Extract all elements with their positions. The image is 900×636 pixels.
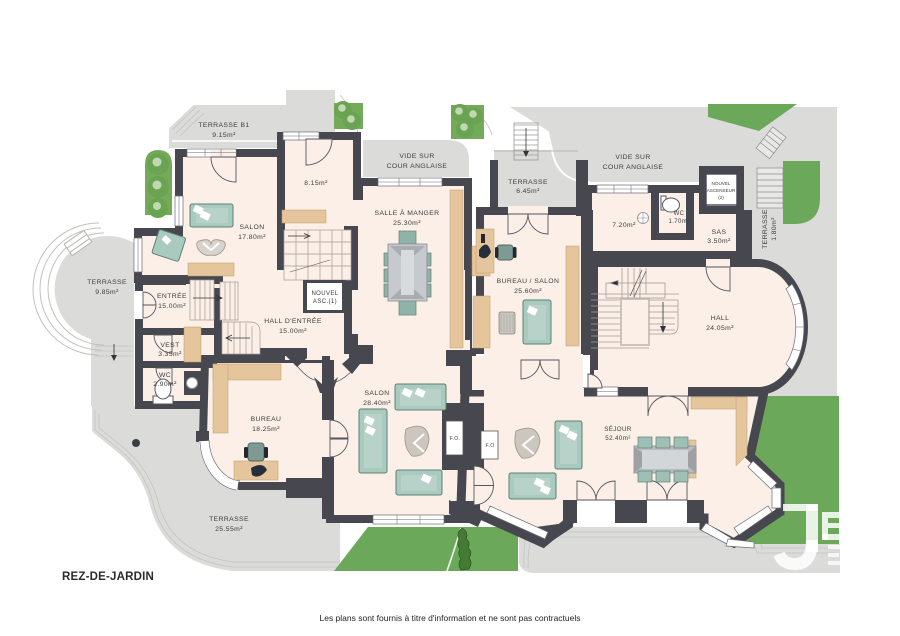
svg-text:TERRASSE B1: TERRASSE B1 <box>198 122 249 129</box>
svg-text:F.O: F.O <box>486 443 495 449</box>
svg-text:Les plans sont fournis à titre: Les plans sont fournis à titre d'informa… <box>319 613 580 623</box>
svg-text:25.30m²: 25.30m² <box>393 220 421 227</box>
svg-text:18.25m²: 18.25m² <box>252 426 280 433</box>
svg-text:ASCENSEUR: ASCENSEUR <box>707 188 736 193</box>
svg-text:15.00m²: 15.00m² <box>158 303 186 310</box>
svg-text:TERRASSE: TERRASSE <box>762 209 769 249</box>
svg-text:WC: WC <box>674 211 685 217</box>
svg-text:COUR ANGLAISE: COUR ANGLAISE <box>603 164 664 171</box>
svg-text:24.05m²: 24.05m² <box>706 325 734 332</box>
svg-text:9.85m²: 9.85m² <box>95 289 119 296</box>
svg-text:1.80m²: 1.80m² <box>771 217 778 241</box>
svg-text:SAS: SAS <box>712 229 727 236</box>
svg-text:52.40m²: 52.40m² <box>605 435 631 442</box>
svg-text:TERRASSE: TERRASSE <box>209 516 249 523</box>
svg-text:(2): (2) <box>718 195 724 200</box>
svg-text:HALL D'ENTRÉE: HALL D'ENTRÉE <box>264 316 322 325</box>
svg-text:COUR ANGLAISE: COUR ANGLAISE <box>387 163 448 170</box>
svg-text:ENTRÉE: ENTRÉE <box>157 291 187 300</box>
svg-text:28.40m²: 28.40m² <box>363 400 391 407</box>
svg-text:SALON: SALON <box>239 224 264 231</box>
svg-text:NOUVEL: NOUVEL <box>311 291 338 297</box>
svg-text:TERRASSE: TERRASSE <box>508 179 548 186</box>
svg-text:17.80m²: 17.80m² <box>238 234 266 241</box>
svg-text:REZ-DE-JARDIN: REZ-DE-JARDIN <box>62 571 154 583</box>
svg-text:BUREAU / SALON: BUREAU / SALON <box>497 278 560 285</box>
svg-text:VIDE SUR: VIDE SUR <box>399 153 434 160</box>
svg-text:TERRASSE: TERRASSE <box>87 279 127 286</box>
svg-text:SÉJOUR: SÉJOUR <box>604 426 632 433</box>
svg-text:3.50m²: 3.50m² <box>707 238 731 245</box>
svg-text:NOUVEL: NOUVEL <box>712 181 731 186</box>
svg-text:ASC.(1): ASC.(1) <box>313 299 337 305</box>
svg-text:9.15m²: 9.15m² <box>212 132 236 139</box>
svg-text:6.45m²: 6.45m² <box>516 188 540 195</box>
svg-text:F.O.: F.O. <box>450 436 461 442</box>
svg-text:3.35m²: 3.35m² <box>158 351 182 358</box>
svg-text:1.70m²: 1.70m² <box>668 219 689 225</box>
svg-text:25.60m²: 25.60m² <box>514 288 542 295</box>
svg-text:SALLE À MANGER: SALLE À MANGER <box>375 208 440 217</box>
svg-text:VEST: VEST <box>160 342 179 349</box>
svg-text:25.55m²: 25.55m² <box>215 526 243 533</box>
svg-text:WC: WC <box>159 372 171 379</box>
svg-text:2.90m²: 2.90m² <box>153 381 177 388</box>
svg-text:15.00m²: 15.00m² <box>279 328 307 335</box>
svg-text:VIDE SUR: VIDE SUR <box>615 154 650 161</box>
svg-text:HALL: HALL <box>711 315 730 322</box>
svg-text:BUREAU: BUREAU <box>251 416 282 423</box>
svg-text:SALON: SALON <box>364 390 389 397</box>
svg-text:7.20m²: 7.20m² <box>612 222 636 229</box>
svg-text:8.15m²: 8.15m² <box>304 180 328 187</box>
